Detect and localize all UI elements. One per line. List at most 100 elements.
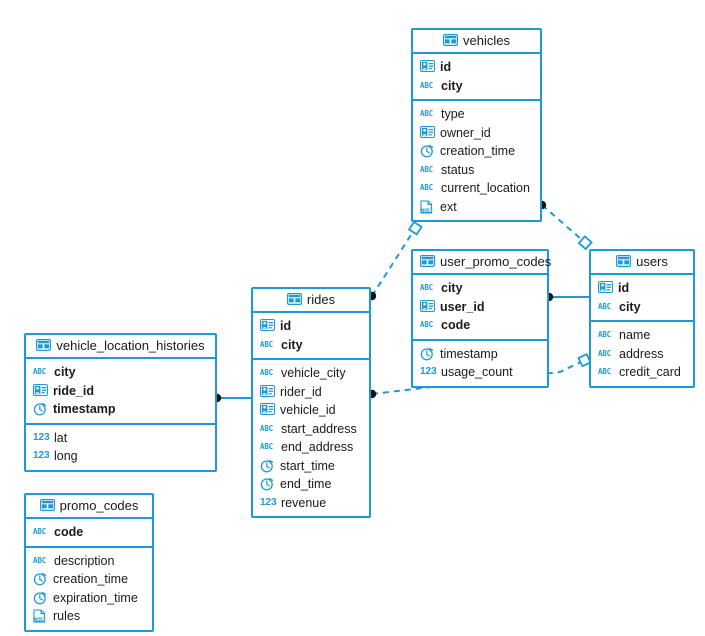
table-grid-icon [36,339,52,353]
field-row[interactable]: vehicle_id [253,401,369,420]
field-label: id [440,60,452,75]
entity-header-users[interactable]: users [591,251,693,275]
clock-icon [33,402,48,416]
field-row[interactable]: end_time [253,475,369,494]
field-label: user_id [440,299,485,314]
abc-icon: ABC [260,423,273,433]
clock-icon [260,459,275,473]
id-card-icon [260,403,275,417]
field-label: end_address [281,440,354,455]
field-label: current_location [441,181,530,196]
id-card-icon [420,125,435,140]
field-label: credit_card [619,365,681,380]
field-label: city [441,78,463,93]
json-file-icon: JSON [420,200,435,214]
field-row[interactable]: ABC city [413,279,547,298]
entity-title: user_promo_codes [440,254,552,269]
field-row[interactable]: creation_time [26,570,152,589]
abc-icon: ABC [420,80,433,90]
field-row[interactable]: expiration_time [26,589,152,608]
abc-icon: ABC [420,283,433,293]
entity-header-vehicle_location_histories[interactable]: vehicle_location_histories [26,335,215,359]
abc-icon: ABC [33,555,46,565]
field-row[interactable]: timestamp [413,345,547,364]
entity-header-promo_codes[interactable]: promo_codes [26,495,152,519]
field-row[interactable]: rider_id [253,383,369,402]
table-grid-icon [39,499,55,513]
field-row[interactable]: id [591,279,693,298]
field-row[interactable]: user_id [413,298,547,317]
abc-icon: ABC [260,368,273,378]
clock-icon [420,144,435,158]
relationship-line [541,204,590,247]
relationship-vlh-rides[interactable] [212,393,251,403]
field-row[interactable]: 123 revenue [253,494,369,513]
field-row[interactable]: start_time [253,457,369,476]
field-row[interactable]: ABC city [413,77,540,96]
relationship-vehicles-users[interactable] [537,200,593,251]
field-label: creation_time [53,572,129,587]
cardinality-one-square [577,235,593,251]
field-row[interactable]: timestamp [26,400,215,419]
relationship-upc-users[interactable] [544,292,589,302]
id-card-icon [420,299,435,314]
field-label: city [441,281,463,296]
abc-icon: ABC [598,330,611,340]
123-icon: 123 [33,450,50,462]
field-label: city [281,337,303,352]
field-label: usage_count [441,365,513,380]
field-row[interactable]: id [413,58,540,77]
entity-header-user_promo_codes[interactable]: user_promo_codes [413,251,551,275]
field-label: status [441,162,475,177]
field-label: revenue [281,495,327,510]
entity-title: rides [306,292,336,307]
field-row[interactable]: ride_id [26,382,215,401]
entity-header-rides[interactable]: rides [253,289,369,313]
id-card-icon [260,319,275,333]
field-row[interactable]: id [253,317,369,336]
clock-icon [33,572,48,586]
id-card-icon [420,60,435,74]
field-row[interactable]: creation_time [413,142,540,161]
entity-header-vehicles[interactable]: vehicles [413,30,540,54]
field-row[interactable]: owner_id [413,124,540,143]
123-icon: 123 [260,496,277,508]
field-label: code [441,318,471,333]
field-label: code [54,525,84,540]
entity-title: promo_codes [59,498,139,513]
